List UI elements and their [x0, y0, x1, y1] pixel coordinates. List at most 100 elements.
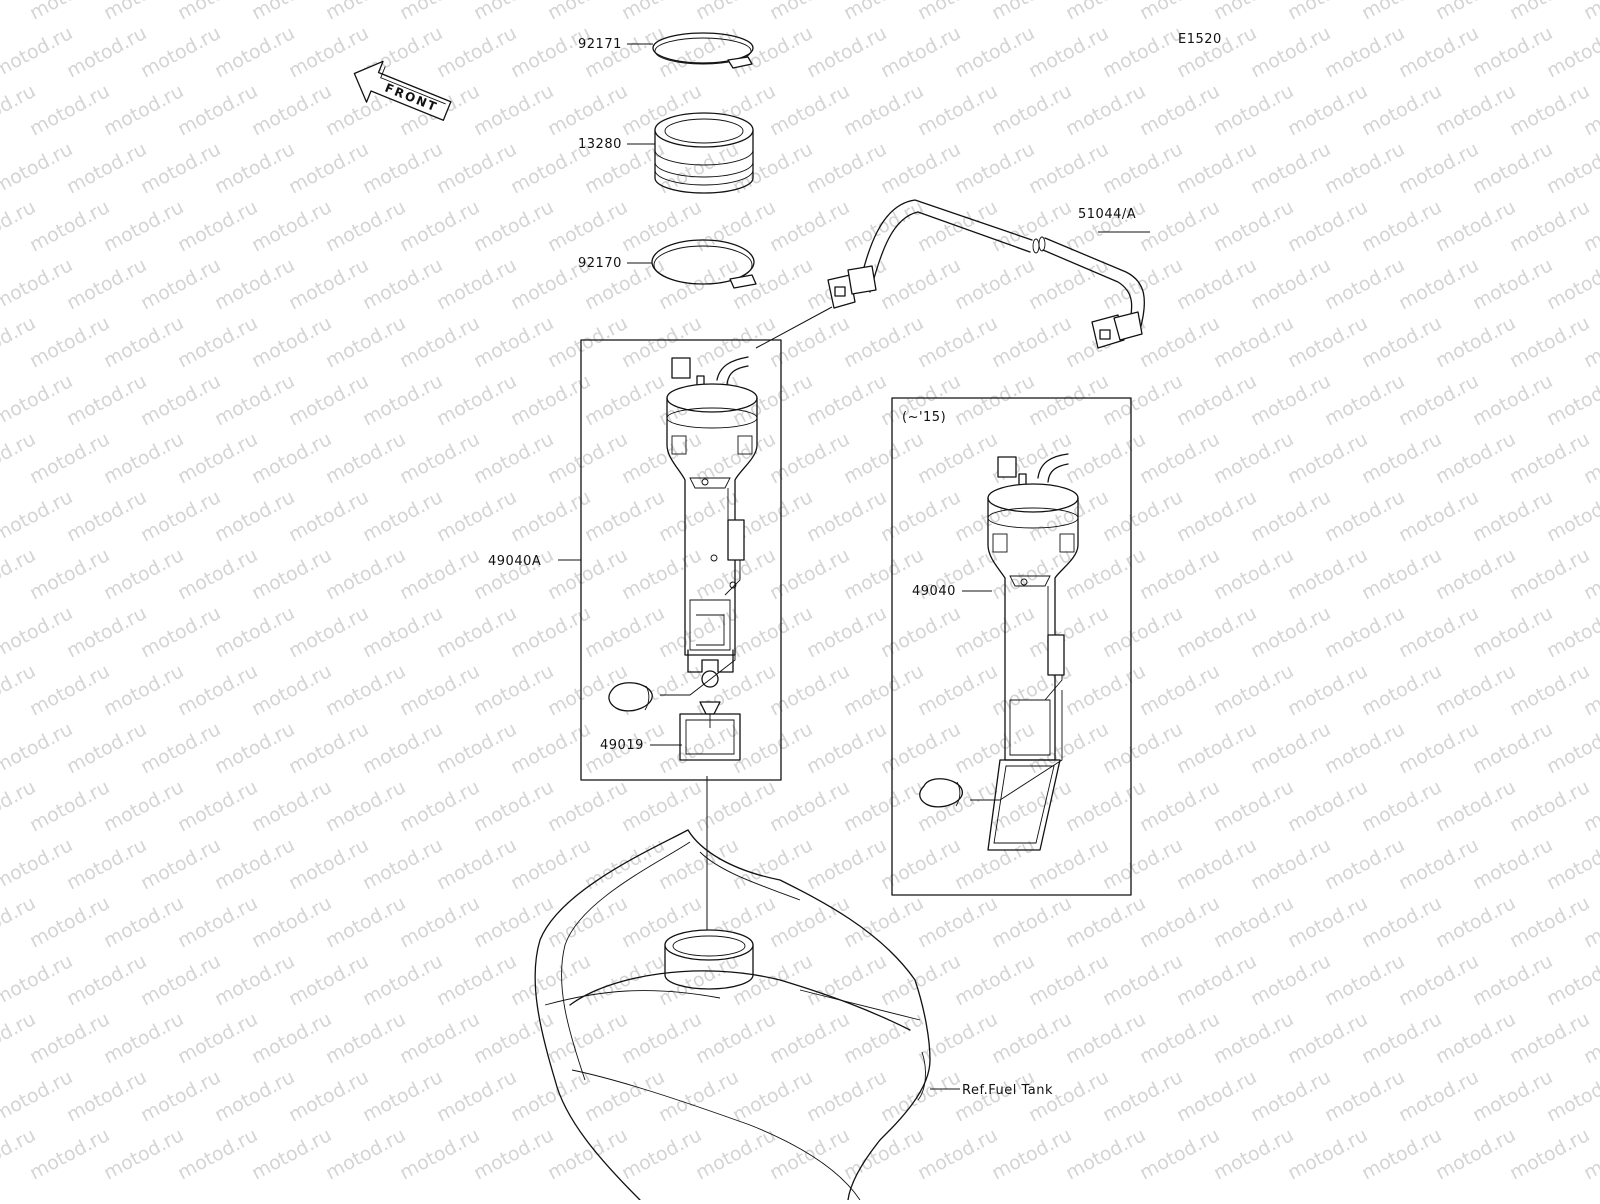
callout-51044: 51044/A — [1078, 207, 1136, 222]
watermark-text: motod.ru — [1025, 718, 1112, 778]
watermark-text: motod.ru — [1173, 138, 1260, 198]
watermark-text: motod.ru — [433, 486, 520, 546]
watermark-text: motod.ru — [396, 428, 483, 488]
watermark-text: motod.ru — [1469, 22, 1556, 82]
watermark-text: motod.ru — [766, 196, 853, 256]
watermark-text: motod.ru — [285, 1066, 372, 1126]
watermark-text: motod.ru — [433, 370, 520, 430]
watermark-text: motod.ru — [211, 602, 298, 662]
fuel-tank: Ref.Fuel Tank — [534, 829, 1052, 1201]
watermark-text: motod.ru — [803, 1066, 890, 1126]
watermark-text: motod.ru — [100, 196, 187, 256]
watermark-text: motod.ru — [1062, 660, 1149, 720]
watermark-text: motod.ru — [840, 660, 927, 720]
watermark-text: motod.ru — [1210, 544, 1297, 604]
watermark-text: motod.ru — [1062, 892, 1149, 952]
watermark-text: motod.ru — [137, 370, 224, 430]
watermark-text: motod.ru — [174, 1008, 261, 1068]
watermark-text: motod.ru — [1284, 776, 1371, 836]
watermark-text: motod.ru — [1062, 776, 1149, 836]
watermark-text: motod.ru — [692, 1124, 779, 1184]
watermark-text: motod.ru — [285, 486, 372, 546]
watermark-text: motod.ru — [1173, 950, 1260, 1010]
watermark-text: motod.ru — [951, 22, 1038, 82]
watermark-text: motod.ru — [433, 602, 520, 662]
watermark-text: motod.ru — [1506, 80, 1593, 140]
watermark-text: motod.ru — [1543, 718, 1600, 778]
watermark-text: motod.ru — [396, 0, 483, 24]
watermark-text: motod.ru — [63, 950, 150, 1010]
watermark-text: motod.ru — [137, 486, 224, 546]
watermark-text: motod.ru — [544, 1124, 631, 1184]
watermark-text: motod.ru — [988, 196, 1075, 256]
watermark-text: motod.ru — [359, 718, 446, 778]
watermark-text: motod.ru — [26, 660, 113, 720]
watermark-text: motod.ru — [285, 254, 372, 314]
watermark-text: motod.ru — [1580, 0, 1600, 24]
watermark-text: motod.ru — [100, 312, 187, 372]
watermark-text: motod.ru — [1395, 834, 1482, 894]
watermark-text: motod.ru — [766, 80, 853, 140]
watermark-text: motod.ru — [248, 776, 335, 836]
watermark-text: motod.ru — [951, 138, 1038, 198]
watermark-text: motod.ru — [174, 312, 261, 372]
watermark-text: motod.ru — [877, 718, 964, 778]
watermark-text: motod.ru — [0, 138, 76, 198]
watermark-text: motod.ru — [877, 602, 964, 662]
watermark-text: motod.ru — [729, 1066, 816, 1126]
watermark-text: motod.ru — [1358, 1008, 1445, 1068]
callout-13280: 13280 — [578, 137, 622, 152]
watermark-text: motod.ru — [840, 196, 927, 256]
watermark-text: motod.ru — [26, 1008, 113, 1068]
watermark-text: motod.ru — [914, 1008, 1001, 1068]
watermark-text: motod.ru — [1432, 0, 1519, 24]
watermark-text: motod.ru — [433, 254, 520, 314]
watermark-text: motod.ru — [914, 892, 1001, 952]
watermark-text: motod.ru — [322, 196, 409, 256]
watermark-text: motod.ru — [248, 428, 335, 488]
watermark-text: motod.ru — [174, 892, 261, 952]
watermark-text: motod.ru — [581, 370, 668, 430]
watermark-text: motod.ru — [988, 80, 1075, 140]
watermark-text: motod.ru — [470, 80, 557, 140]
watermark-text: motod.ru — [1136, 312, 1223, 372]
watermark-text: motod.ru — [1432, 196, 1519, 256]
watermark-text: motod.ru — [1136, 196, 1223, 256]
watermark-text: motod.ru — [618, 0, 705, 24]
watermark-text: motod.ru — [766, 1008, 853, 1068]
watermark-text: motod.ru — [507, 834, 594, 894]
watermark-text: motod.ru — [1284, 312, 1371, 372]
watermark-text: motod.ru — [1284, 80, 1371, 140]
callout-49019: 49019 — [600, 738, 644, 753]
watermark-text: motod.ru — [1247, 138, 1334, 198]
watermark-text: motod.ru — [1284, 1124, 1371, 1184]
watermark-text: motod.ru — [0, 834, 76, 894]
watermark-text: motod.ru — [1136, 428, 1223, 488]
watermark-text: motod.ru — [396, 776, 483, 836]
watermark-text: motod.ru — [692, 1008, 779, 1068]
pump-box-49040A: 49040A — [488, 339, 782, 781]
watermark-text: motod.ru — [951, 254, 1038, 314]
watermark-text: motod.ru — [359, 486, 446, 546]
watermark-text: motod.ru — [1395, 22, 1482, 82]
watermark-text: motod.ru — [470, 428, 557, 488]
watermark-text: motod.ru — [544, 312, 631, 372]
watermark-text: motod.ru — [396, 312, 483, 372]
watermark-text: motod.ru — [1173, 254, 1260, 314]
watermark-text: motod.ru — [248, 0, 335, 24]
watermark-text: motod.ru — [544, 428, 631, 488]
watermark-text: motod.ru — [914, 0, 1001, 24]
watermark-text: motod.ru — [322, 428, 409, 488]
watermark-text: motod.ru — [803, 370, 890, 430]
watermark-text: motod.ru — [248, 1124, 335, 1184]
watermark-text: motod.ru — [100, 776, 187, 836]
watermark-text: motod.ru — [63, 834, 150, 894]
watermark-text: motod.ru — [840, 312, 927, 372]
watermark-text: motod.ru — [63, 254, 150, 314]
watermark-text: motod.ru — [1025, 602, 1112, 662]
callout-92171: 92171 — [578, 37, 622, 52]
watermark-text: motod.ru — [1025, 834, 1112, 894]
watermark-text: motod.ru — [1247, 486, 1334, 546]
watermark-text: motod.ru — [285, 370, 372, 430]
